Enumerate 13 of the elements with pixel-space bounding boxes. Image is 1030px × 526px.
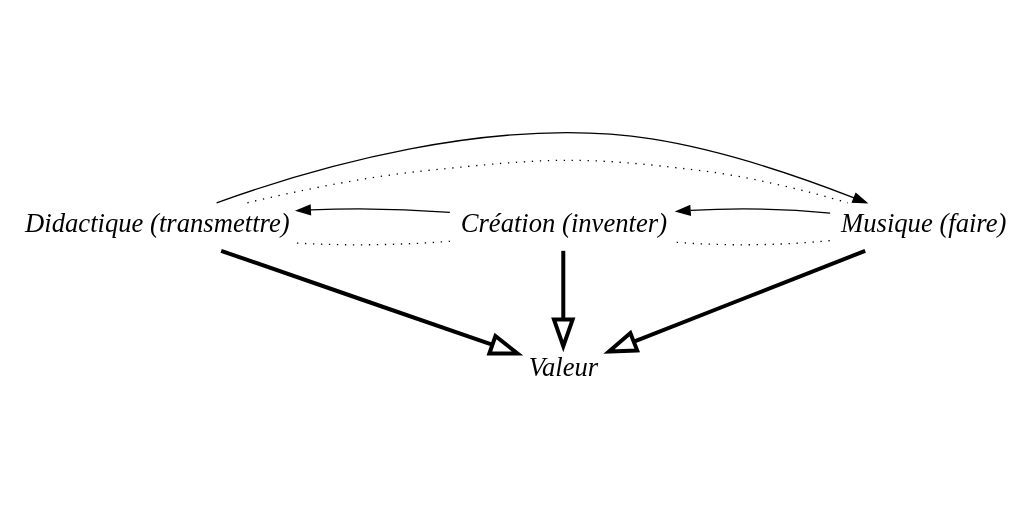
node-text: Valeur: [528, 351, 599, 382]
arrow: [220, 248, 524, 356]
connector: [676, 239, 831, 245]
node-text: Création (inventer): [460, 207, 668, 238]
arrow: [551, 250, 576, 352]
node-text: Didactique (transmettre): [25, 207, 290, 238]
arrow: [674, 204, 831, 216]
connector: [246, 159, 849, 203]
connector: [296, 240, 451, 245]
node-text: Musique (faire): [841, 207, 1007, 238]
arrow: [294, 203, 451, 215]
arrow: [215, 131, 869, 203]
arrow: [603, 248, 866, 354]
